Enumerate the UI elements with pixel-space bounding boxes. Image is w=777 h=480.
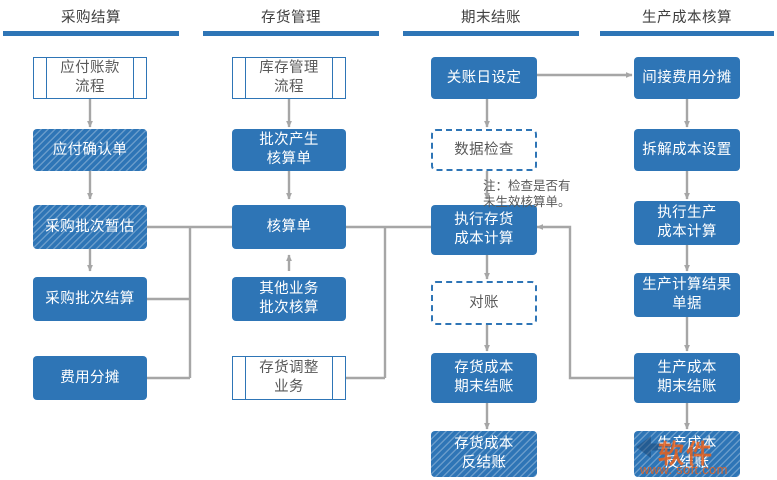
node-reconciliation[interactable]: 对账 [431, 281, 537, 325]
node-other-business-batch[interactable]: 其他业务 批次核算 [232, 277, 346, 321]
node-run-production-cost[interactable]: 执行生产 成本计算 [634, 201, 740, 245]
node-purchase-batch-estimate[interactable]: 采购批次暂估 [33, 205, 147, 249]
node-inventory-cost-close[interactable]: 存货成本 期末结账 [431, 353, 537, 403]
data-check-note: 注：检查是否有 未生效核算单。 [483, 179, 571, 209]
column-title-inventory-management: 存货管理 [261, 10, 321, 26]
node-closing-date-setup[interactable]: 关账日设定 [431, 57, 537, 99]
column-title-production-cost: 生产成本核算 [642, 10, 732, 26]
node-inventory-cost-unclose[interactable]: 存货成本 反结账 [431, 431, 537, 477]
column-rule-purchase-settlement [3, 31, 179, 36]
node-accounting-doc[interactable]: 核算单 [232, 205, 346, 249]
node-inventory-process[interactable]: 库存管理 流程 [232, 57, 346, 99]
column-rule-production-cost [600, 31, 774, 36]
node-run-inventory-cost[interactable]: 执行存货 成本计算 [431, 205, 537, 255]
node-production-cost-close[interactable]: 生产成本 期末结账 [634, 353, 740, 403]
column-title-period-end-closing: 期末结账 [461, 10, 521, 26]
node-purchase-batch-settle[interactable]: 采购批次结算 [33, 277, 147, 321]
node-split-cost-setup[interactable]: 拆解成本设置 [634, 129, 740, 171]
node-data-check[interactable]: 数据检查 [431, 129, 537, 171]
node-production-result-doc[interactable]: 生产计算结果 单据 [634, 273, 740, 317]
node-production-cost-unclose[interactable]: 生产成本 反结账 [634, 431, 740, 477]
node-batch-generate-doc[interactable]: 批次产生 核算单 [232, 129, 346, 171]
node-inventory-adjust[interactable]: 存货调整 业务 [232, 356, 346, 400]
column-title-purchase-settlement: 采购结算 [61, 10, 121, 26]
column-rule-period-end-closing [403, 31, 579, 36]
column-rule-inventory-management [203, 31, 379, 36]
node-indirect-cost-alloc[interactable]: 间接费用分摊 [634, 57, 740, 99]
node-ap-confirm-doc[interactable]: 应付确认单 [33, 129, 147, 171]
node-ap-process[interactable]: 应付账款 流程 [33, 57, 147, 99]
node-expense-allocation[interactable]: 费用分摊 [33, 356, 147, 400]
